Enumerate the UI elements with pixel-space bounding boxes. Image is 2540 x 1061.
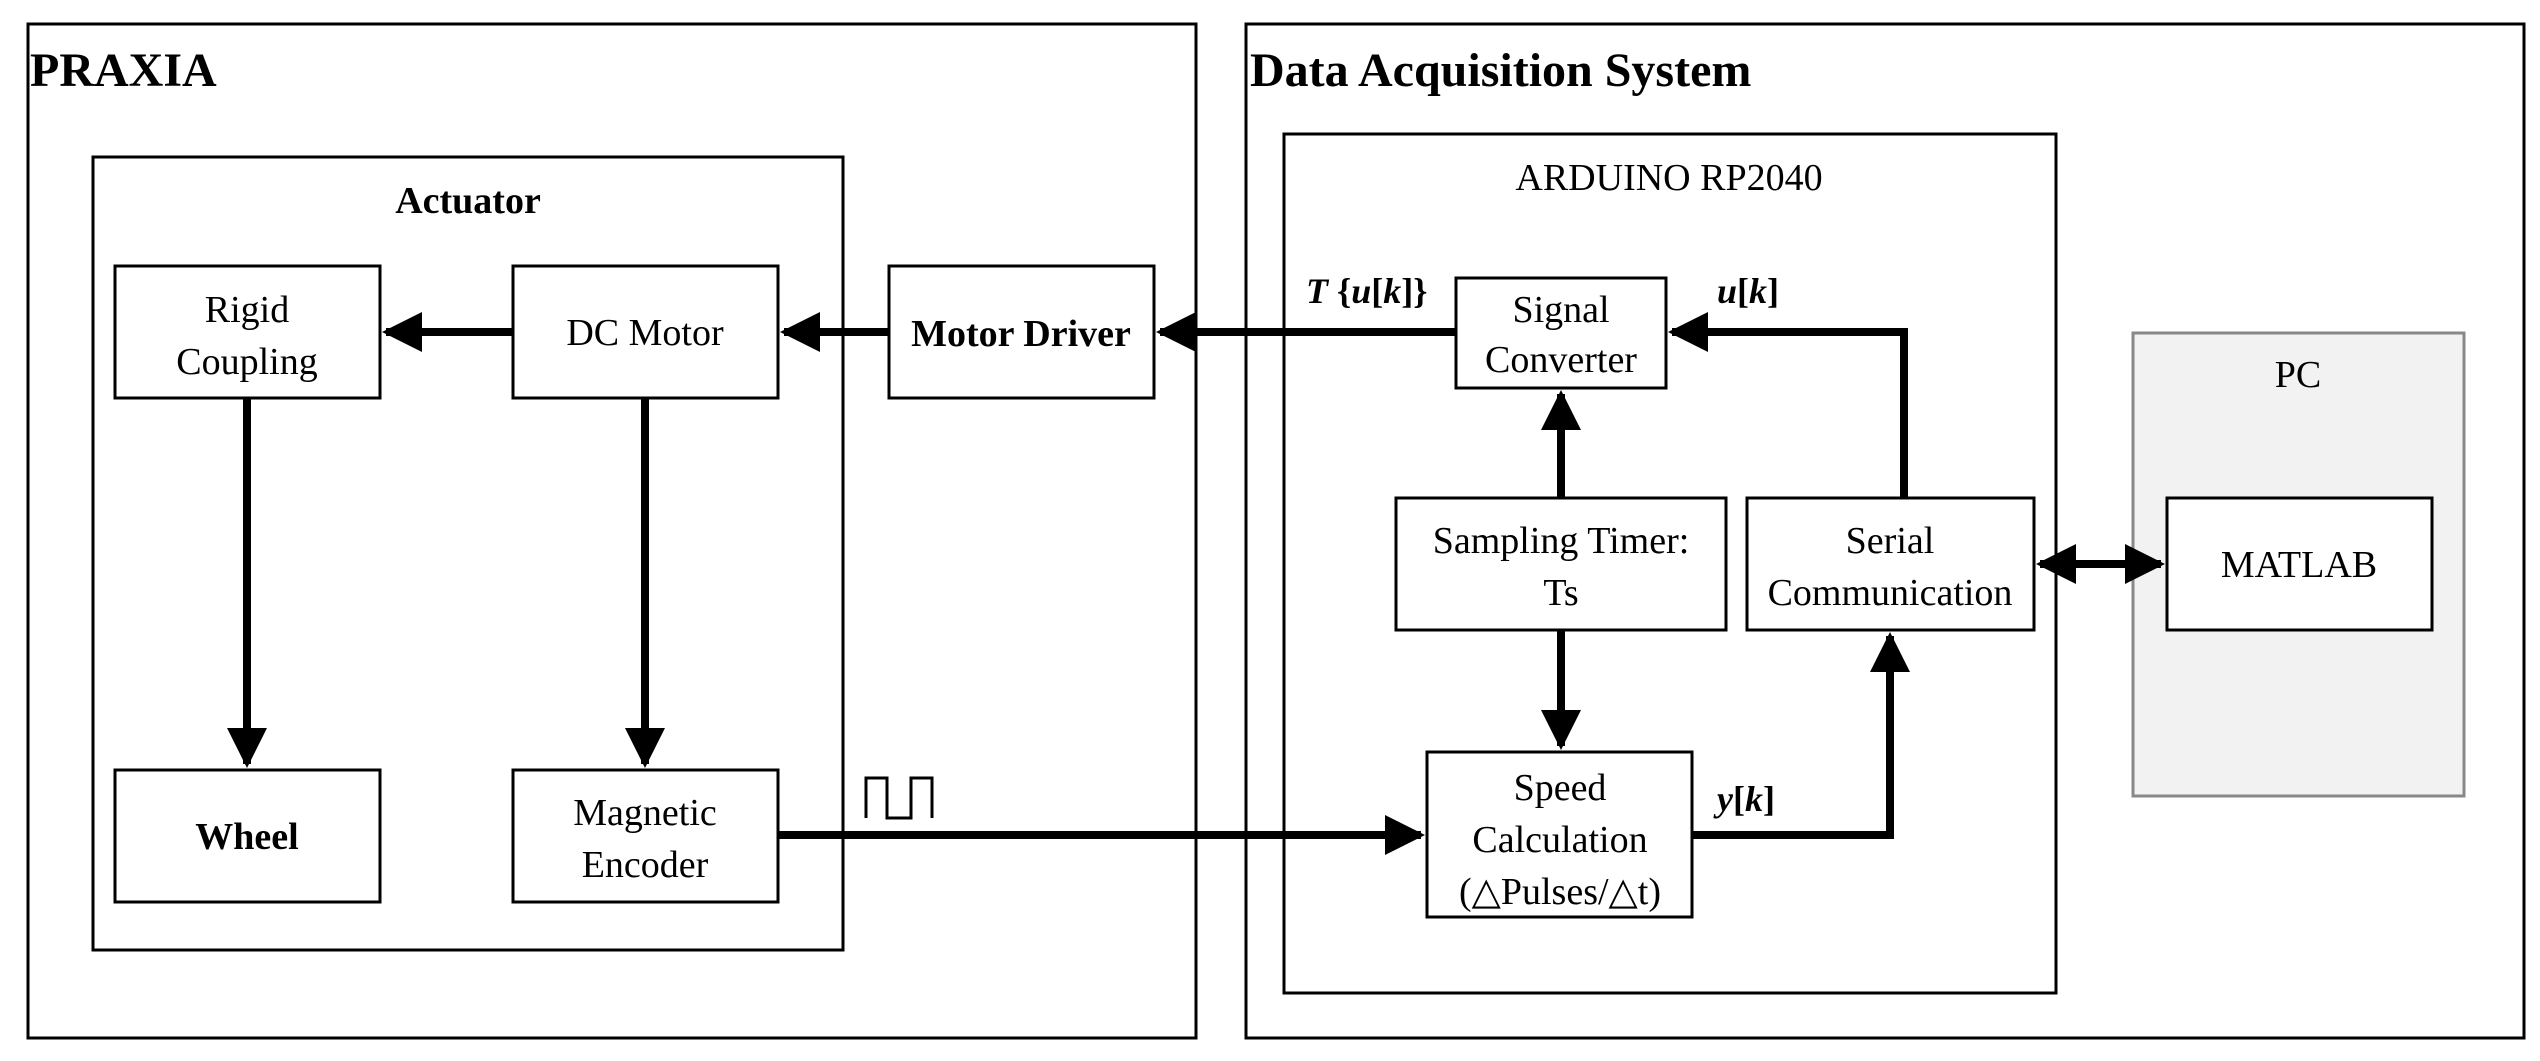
dc-motor-label: DC Motor — [566, 312, 724, 354]
praxia-frame — [26, 22, 1198, 1040]
t-uk-lb: [ — [1371, 271, 1383, 311]
motor-driver-label: Motor Driver — [911, 313, 1131, 355]
matlab-block: MATLAB — [2165, 496, 2434, 632]
magnetic-encoder-label-2: Encoder — [582, 844, 709, 886]
t-uk-rb: ] — [1401, 271, 1413, 311]
t-uk-k: k — [1383, 271, 1401, 311]
yk-lb: [ — [1733, 779, 1745, 819]
uk-lb: [ — [1737, 271, 1749, 311]
serial-communication-label-2: Communication — [1768, 572, 2013, 614]
signal-converter-block: Signal Converter — [1454, 276, 1668, 390]
rigid-coupling-label-2: Coupling — [176, 341, 317, 383]
arrow-speed-to-serial — [1692, 632, 1910, 839]
sampling-timer-label-2: Ts — [1543, 572, 1578, 614]
speed-calculation-label-3: (△Pulses/△t) — [1459, 871, 1661, 913]
signal-label-uk: u[k] — [1717, 271, 1779, 311]
signal-label-t-uk: T {u[k]} — [1306, 271, 1427, 311]
das-title: Data Acquisition System — [1250, 44, 1751, 97]
speed-calculation-block: Speed Calculation (△Pulses/△t) — [1425, 750, 1694, 919]
serial-communication-block: Serial Communication — [1745, 496, 2036, 632]
speed-calculation-label-1: Speed — [1514, 767, 1607, 809]
pc-title: PC — [2275, 354, 2321, 396]
das-frame — [1244, 22, 2526, 1040]
rigid-coupling-block: Rigid Coupling — [113, 264, 382, 400]
t-uk-var: T — [1306, 271, 1330, 311]
magnetic-encoder-block: Magnetic Encoder — [511, 768, 780, 904]
speed-calculation-label-2: Calculation — [1472, 819, 1647, 861]
t-uk-open: { — [1328, 271, 1351, 311]
signal-converter-label-1: Signal — [1512, 289, 1609, 331]
uk-rb: ] — [1767, 271, 1779, 311]
wheel-block: Wheel — [113, 768, 382, 904]
actuator-frame — [91, 155, 845, 952]
serial-communication-label-1: Serial — [1846, 520, 1935, 562]
signal-label-yk: y[k] — [1713, 779, 1775, 819]
praxia-title: PRAXIA — [30, 44, 217, 97]
yk-y: y — [1713, 779, 1734, 819]
uk-k: k — [1749, 271, 1767, 311]
yk-rb: ] — [1763, 779, 1775, 819]
dc-motor-block: DC Motor — [511, 264, 780, 400]
magnetic-encoder-label-1: Magnetic — [573, 792, 717, 834]
actuator-title: Actuator — [395, 180, 541, 222]
t-uk-close: } — [1413, 271, 1427, 311]
matlab-label: MATLAB — [2221, 544, 2377, 586]
yk-k: k — [1745, 779, 1763, 819]
sampling-timer-block: Sampling Timer: Ts — [1394, 496, 1728, 632]
pulse-train-icon — [864, 776, 934, 820]
signal-converter-label-2: Converter — [1485, 339, 1637, 381]
motor-driver-block: Motor Driver — [887, 264, 1156, 400]
wheel-label: Wheel — [195, 816, 298, 858]
rigid-coupling-label-1: Rigid — [205, 289, 289, 331]
arrow-serial-to-converter — [1668, 312, 1908, 498]
uk-u: u — [1717, 271, 1737, 311]
arduino-title: ARDUINO RP2040 — [1515, 157, 1822, 199]
sampling-timer-label-1: Sampling Timer: — [1433, 520, 1690, 562]
t-uk-u: u — [1351, 271, 1371, 311]
